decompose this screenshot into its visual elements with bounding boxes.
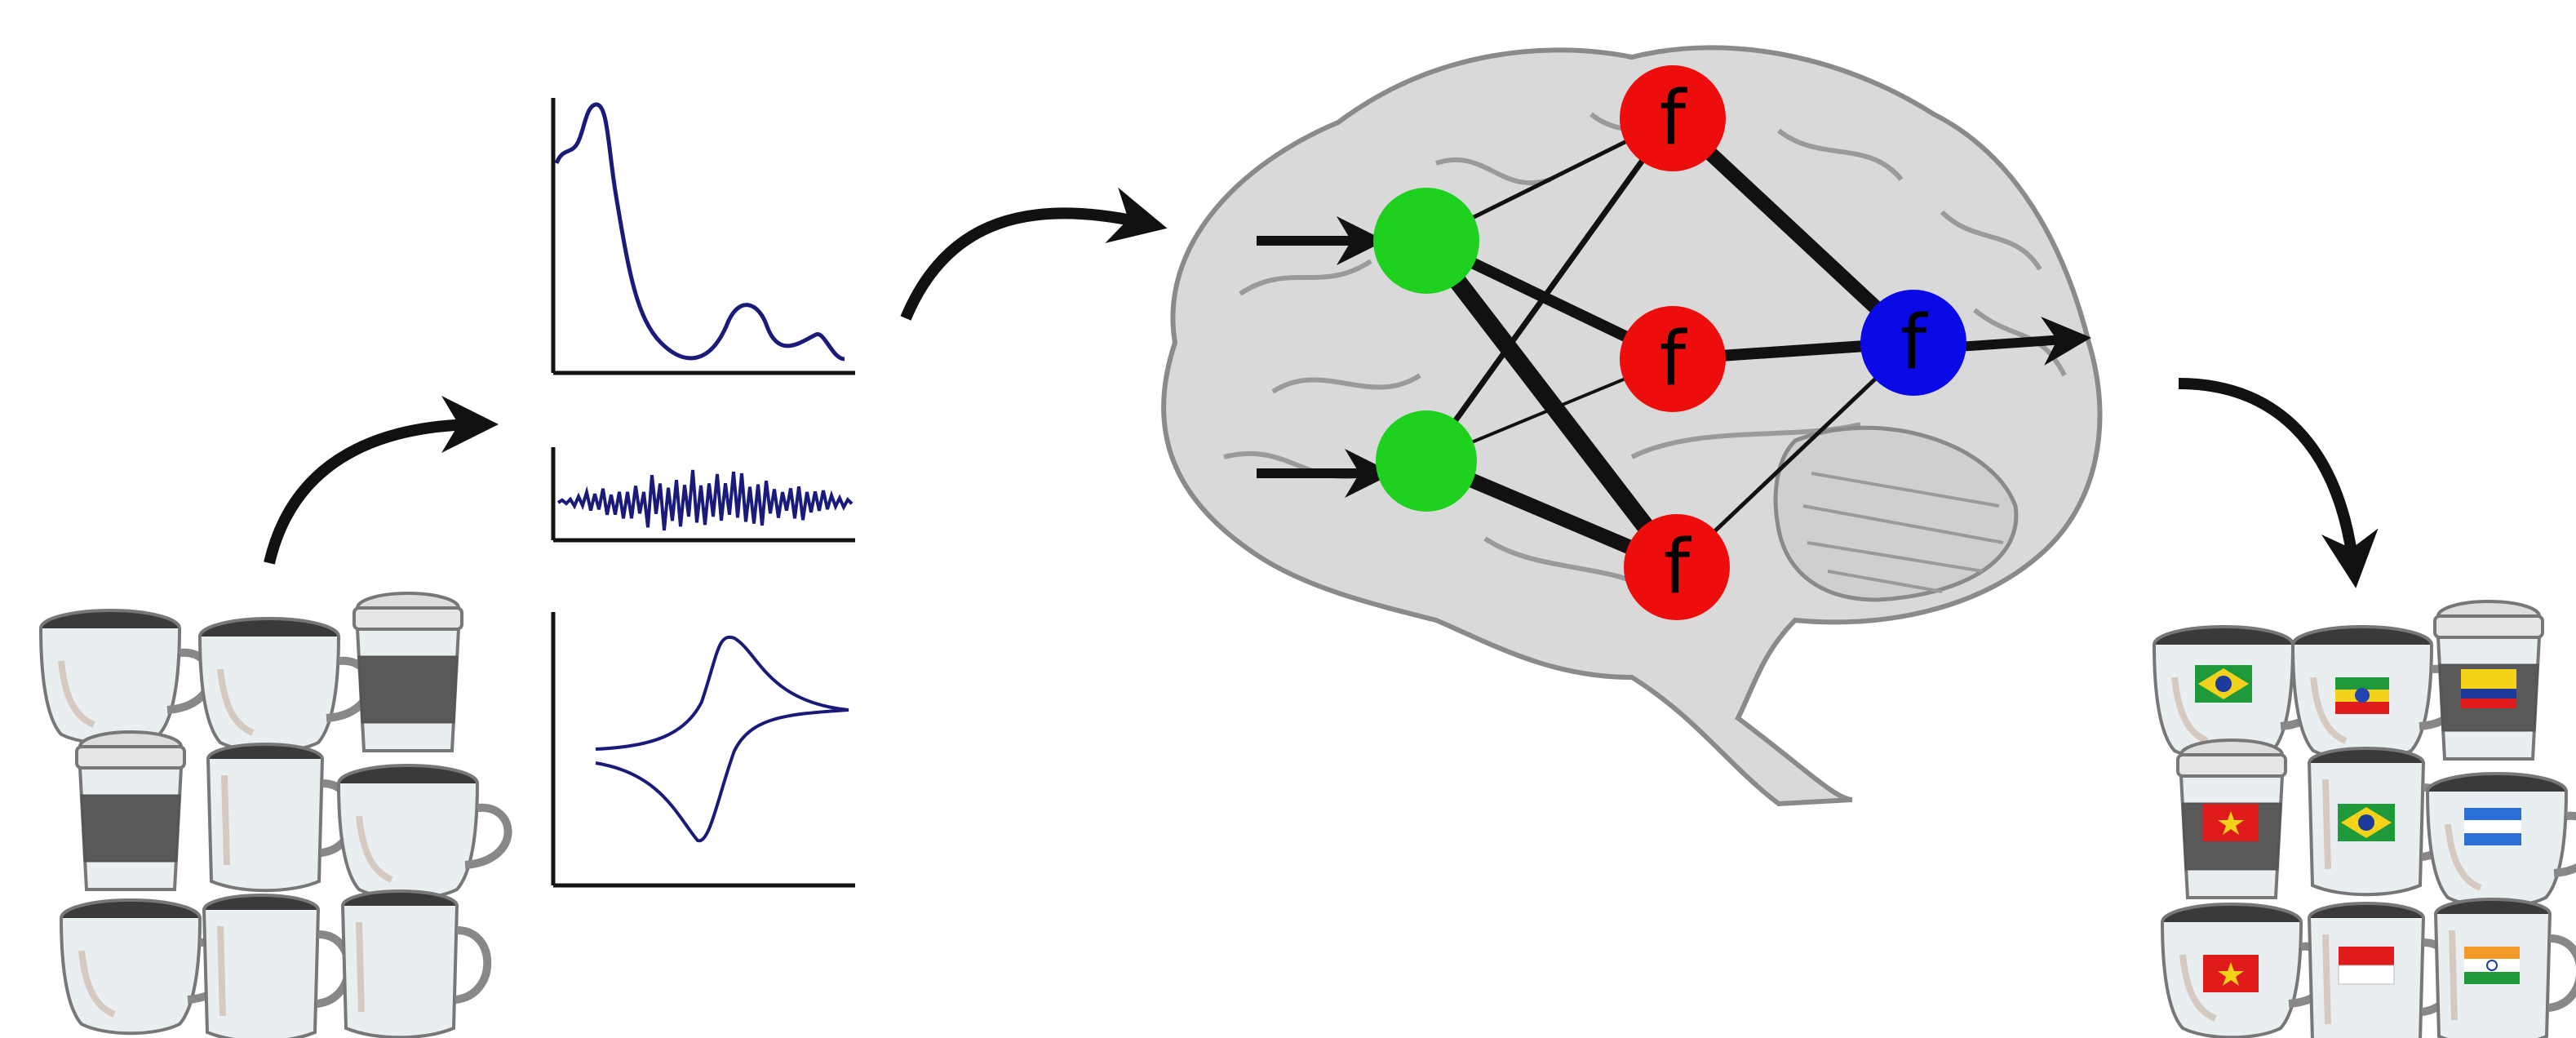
- hidden-node: f: [1624, 514, 1730, 620]
- network-edge: [1675, 341, 1915, 569]
- raw-coffee-cups: [41, 592, 508, 1038]
- coffee-cup-icon: [204, 895, 348, 1038]
- coffee-cup-icon: [208, 744, 352, 890]
- ethiopia-flag-icon: [2335, 677, 2389, 714]
- vietnam-flag-icon: [2203, 955, 2259, 992]
- neural-network: f f f f: [1257, 65, 2091, 620]
- india-flag-icon: [2464, 947, 2520, 984]
- brazil-flag-icon: [2338, 804, 2395, 841]
- node-symbol: f: [1660, 316, 1688, 403]
- hidden-node: f: [1620, 306, 1726, 412]
- time-series-plot: [551, 447, 855, 543]
- hidden-node: f: [1620, 65, 1726, 171]
- colombia-flag-icon: [2461, 669, 2516, 708]
- node-symbol: f: [1900, 299, 1929, 387]
- node-symbol: f: [1664, 524, 1692, 611]
- arrow-brain-to-origins: [2178, 378, 2379, 588]
- output-node: f: [1860, 290, 1966, 396]
- coffee-cup-icon: [200, 619, 370, 752]
- arrow-cups-to-signals: [264, 396, 499, 565]
- coffee-cup-icon: [41, 610, 211, 743]
- coffee-cup-icon: [339, 765, 508, 898]
- coffee-cup-icon: [343, 891, 487, 1037]
- indonesia-flag-icon: [2338, 947, 2395, 985]
- network-edge: [1667, 113, 1919, 348]
- arrow-signals-to-brain: [900, 187, 1168, 321]
- brain-icon: [1161, 45, 2103, 807]
- honduras-flag-icon: [2464, 808, 2521, 845]
- coffee-cup-icon: [75, 730, 186, 891]
- voltammogram-plot: [551, 612, 855, 888]
- network-edge: [1419, 235, 1684, 573]
- output-arrow: [1957, 316, 2091, 366]
- coffee-cup-icon: [352, 592, 463, 752]
- input-node: [1373, 188, 1479, 294]
- node-symbol: f: [1660, 75, 1688, 162]
- brazil-flag-icon: [2195, 665, 2252, 703]
- signal-plots: [551, 98, 855, 888]
- spectrum-plot: [551, 98, 855, 375]
- network-edge: [1424, 116, 1675, 464]
- labeled-coffee-cups: [2154, 600, 2576, 1038]
- input-node: [1376, 410, 1477, 512]
- vietnam-flag-icon: [2203, 804, 2259, 841]
